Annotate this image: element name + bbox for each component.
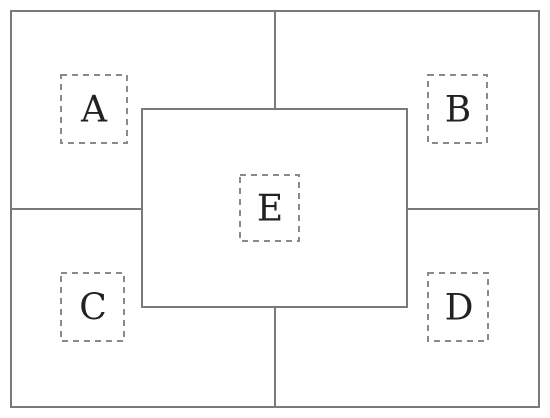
region-a-dashed-box (60, 74, 128, 144)
region-b-label: B (445, 90, 471, 131)
region-b-dashed-box (427, 74, 488, 144)
center-box (141, 108, 408, 308)
region-d: D (427, 272, 489, 342)
region-b: B (427, 74, 488, 144)
region-d-label: D (445, 288, 474, 329)
region-c-label: C (79, 288, 107, 329)
region-a: A (60, 74, 128, 144)
region-e: E (239, 174, 300, 242)
region-d-dashed-box (427, 272, 489, 342)
region-e-label: E (257, 189, 283, 230)
region-a-label: A (80, 90, 108, 131)
region-c: C (60, 272, 125, 342)
region-e-dashed-box (239, 174, 300, 242)
